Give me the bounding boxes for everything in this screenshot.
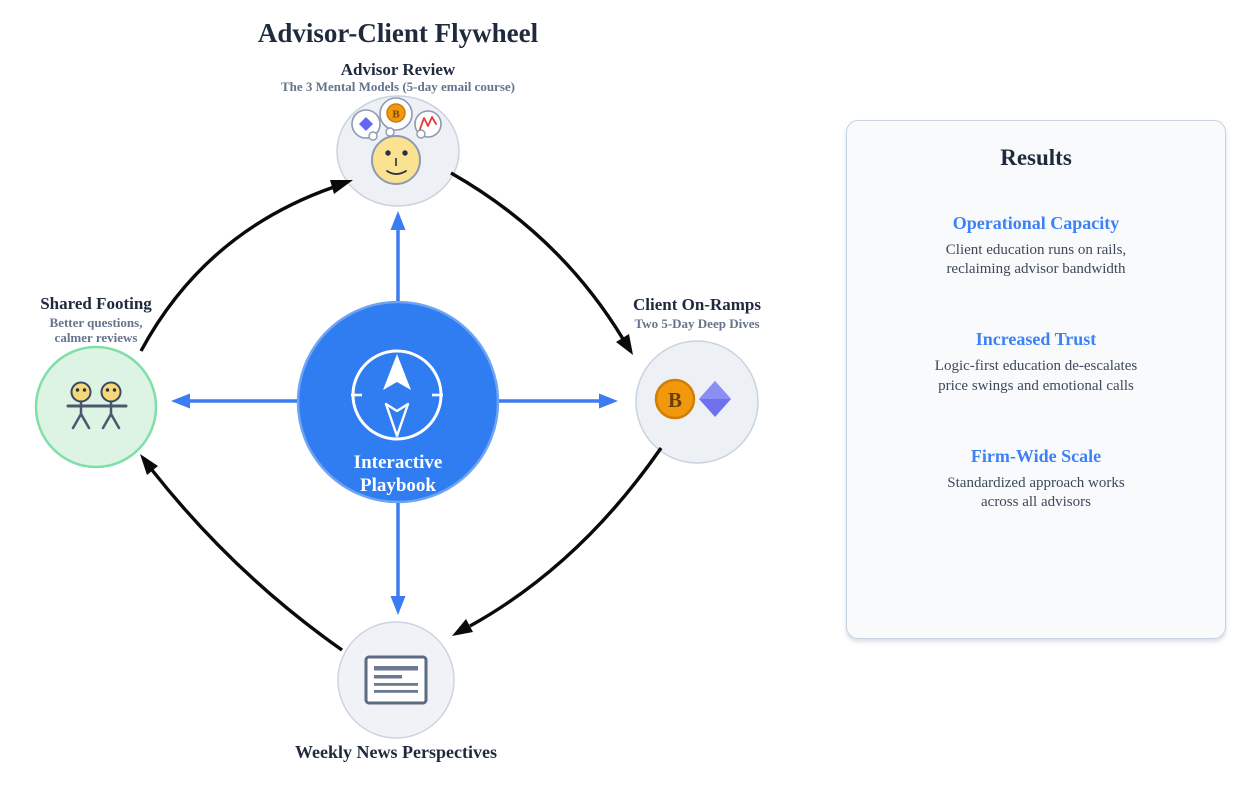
newspaper-icon (364, 655, 428, 705)
cycle-arrow-left-to-top (139, 180, 353, 352)
spoke-arrow-left (171, 393, 297, 409)
node-advisor-review: B Advisor Review The 3 Mental Models (5-… (281, 60, 515, 207)
shared-footing-subtitle-line2: calmer reviews (55, 330, 138, 345)
result-body-line: across all advisors (981, 493, 1091, 510)
interactive-playbook-label-line2: Playbook (360, 475, 436, 496)
result-item-operational-capacity: Operational Capacity Client education ru… (847, 213, 1225, 279)
advisor-review-subtitle: The 3 Mental Models (5-day email course) (281, 79, 515, 94)
interactive-playbook-circle (296, 300, 500, 504)
diagram-title: Advisor-Client Flywheel (258, 18, 539, 48)
thinking-face-icon (371, 135, 421, 185)
compass-icon (351, 349, 443, 441)
client-on-ramps-subtitle: Two 5-Day Deep Dives (634, 316, 759, 331)
chart-thought-icon (419, 116, 437, 130)
result-body-line: Standardized approach works (947, 474, 1125, 491)
client-on-ramps-title: Client On-Ramps (633, 295, 761, 314)
bitcoin-icon: B (654, 378, 696, 420)
result-title: Increased Trust (975, 329, 1097, 350)
result-body: Client education runs on rails, reclaimi… (847, 241, 1225, 279)
spoke-arrow-up (390, 211, 406, 301)
diamond-thought-icon (359, 117, 373, 131)
client-on-ramps-circle (635, 340, 759, 464)
results-heading: Results (1000, 145, 1072, 170)
bitcoin-thought-icon: B (386, 103, 406, 123)
cycle-arrow-right-to-bottom (452, 447, 663, 636)
spoke-arrow-right (499, 393, 618, 409)
svg-text:B: B (392, 109, 400, 121)
node-client-on-ramps: B Client On-Ramps Two 5-Day Deep Dives (633, 295, 761, 464)
cycle-arrow-top-to-right (450, 171, 633, 355)
node-weekly-news: Weekly News Perspectives (295, 621, 497, 762)
shared-footing-subtitle-line1: Better questions, (50, 315, 143, 330)
advisor-review-title: Advisor Review (341, 60, 456, 79)
spoke-arrows (171, 211, 618, 615)
result-body-line: reclaiming advisor bandwidth (946, 261, 1126, 278)
result-body: Logic-first education de-escalates price… (847, 357, 1225, 395)
spoke-arrow-down (390, 503, 406, 615)
cycle-arrow-bottom-to-left (140, 454, 343, 652)
result-title: Firm-Wide Scale (970, 445, 1102, 466)
result-title: Operational Capacity (952, 213, 1120, 233)
shared-footing-title: Shared Footing (40, 294, 152, 313)
node-interactive-playbook: Interactive Playbook (296, 300, 500, 504)
cycle-arrows (139, 171, 663, 652)
result-body-line: Client education runs on rails, (945, 242, 1127, 258)
diamond-icon (699, 381, 731, 417)
result-item-increased-trust: Increased Trust Logic-first education de… (847, 329, 1225, 395)
weekly-news-title: Weekly News Perspectives (295, 742, 497, 762)
result-body-line: Logic-first education de-escalates (934, 358, 1138, 375)
result-body: Standardized approach works across all a… (847, 474, 1225, 512)
two-people-icon (66, 381, 128, 430)
interactive-playbook-label-line1: Interactive (354, 452, 443, 473)
node-shared-footing: Shared Footing Better questions, calmer … (34, 294, 158, 469)
flywheel-diagram: Advisor-Client Flywheel B (34, 18, 761, 762)
result-body-line: price swings and emotional calls (938, 377, 1134, 394)
result-item-firm-wide-scale: Firm-Wide Scale Standardized approach wo… (847, 446, 1225, 512)
svg-text:B: B (668, 388, 682, 412)
results-panel: Results Operational Capacity Client educ… (846, 120, 1226, 639)
